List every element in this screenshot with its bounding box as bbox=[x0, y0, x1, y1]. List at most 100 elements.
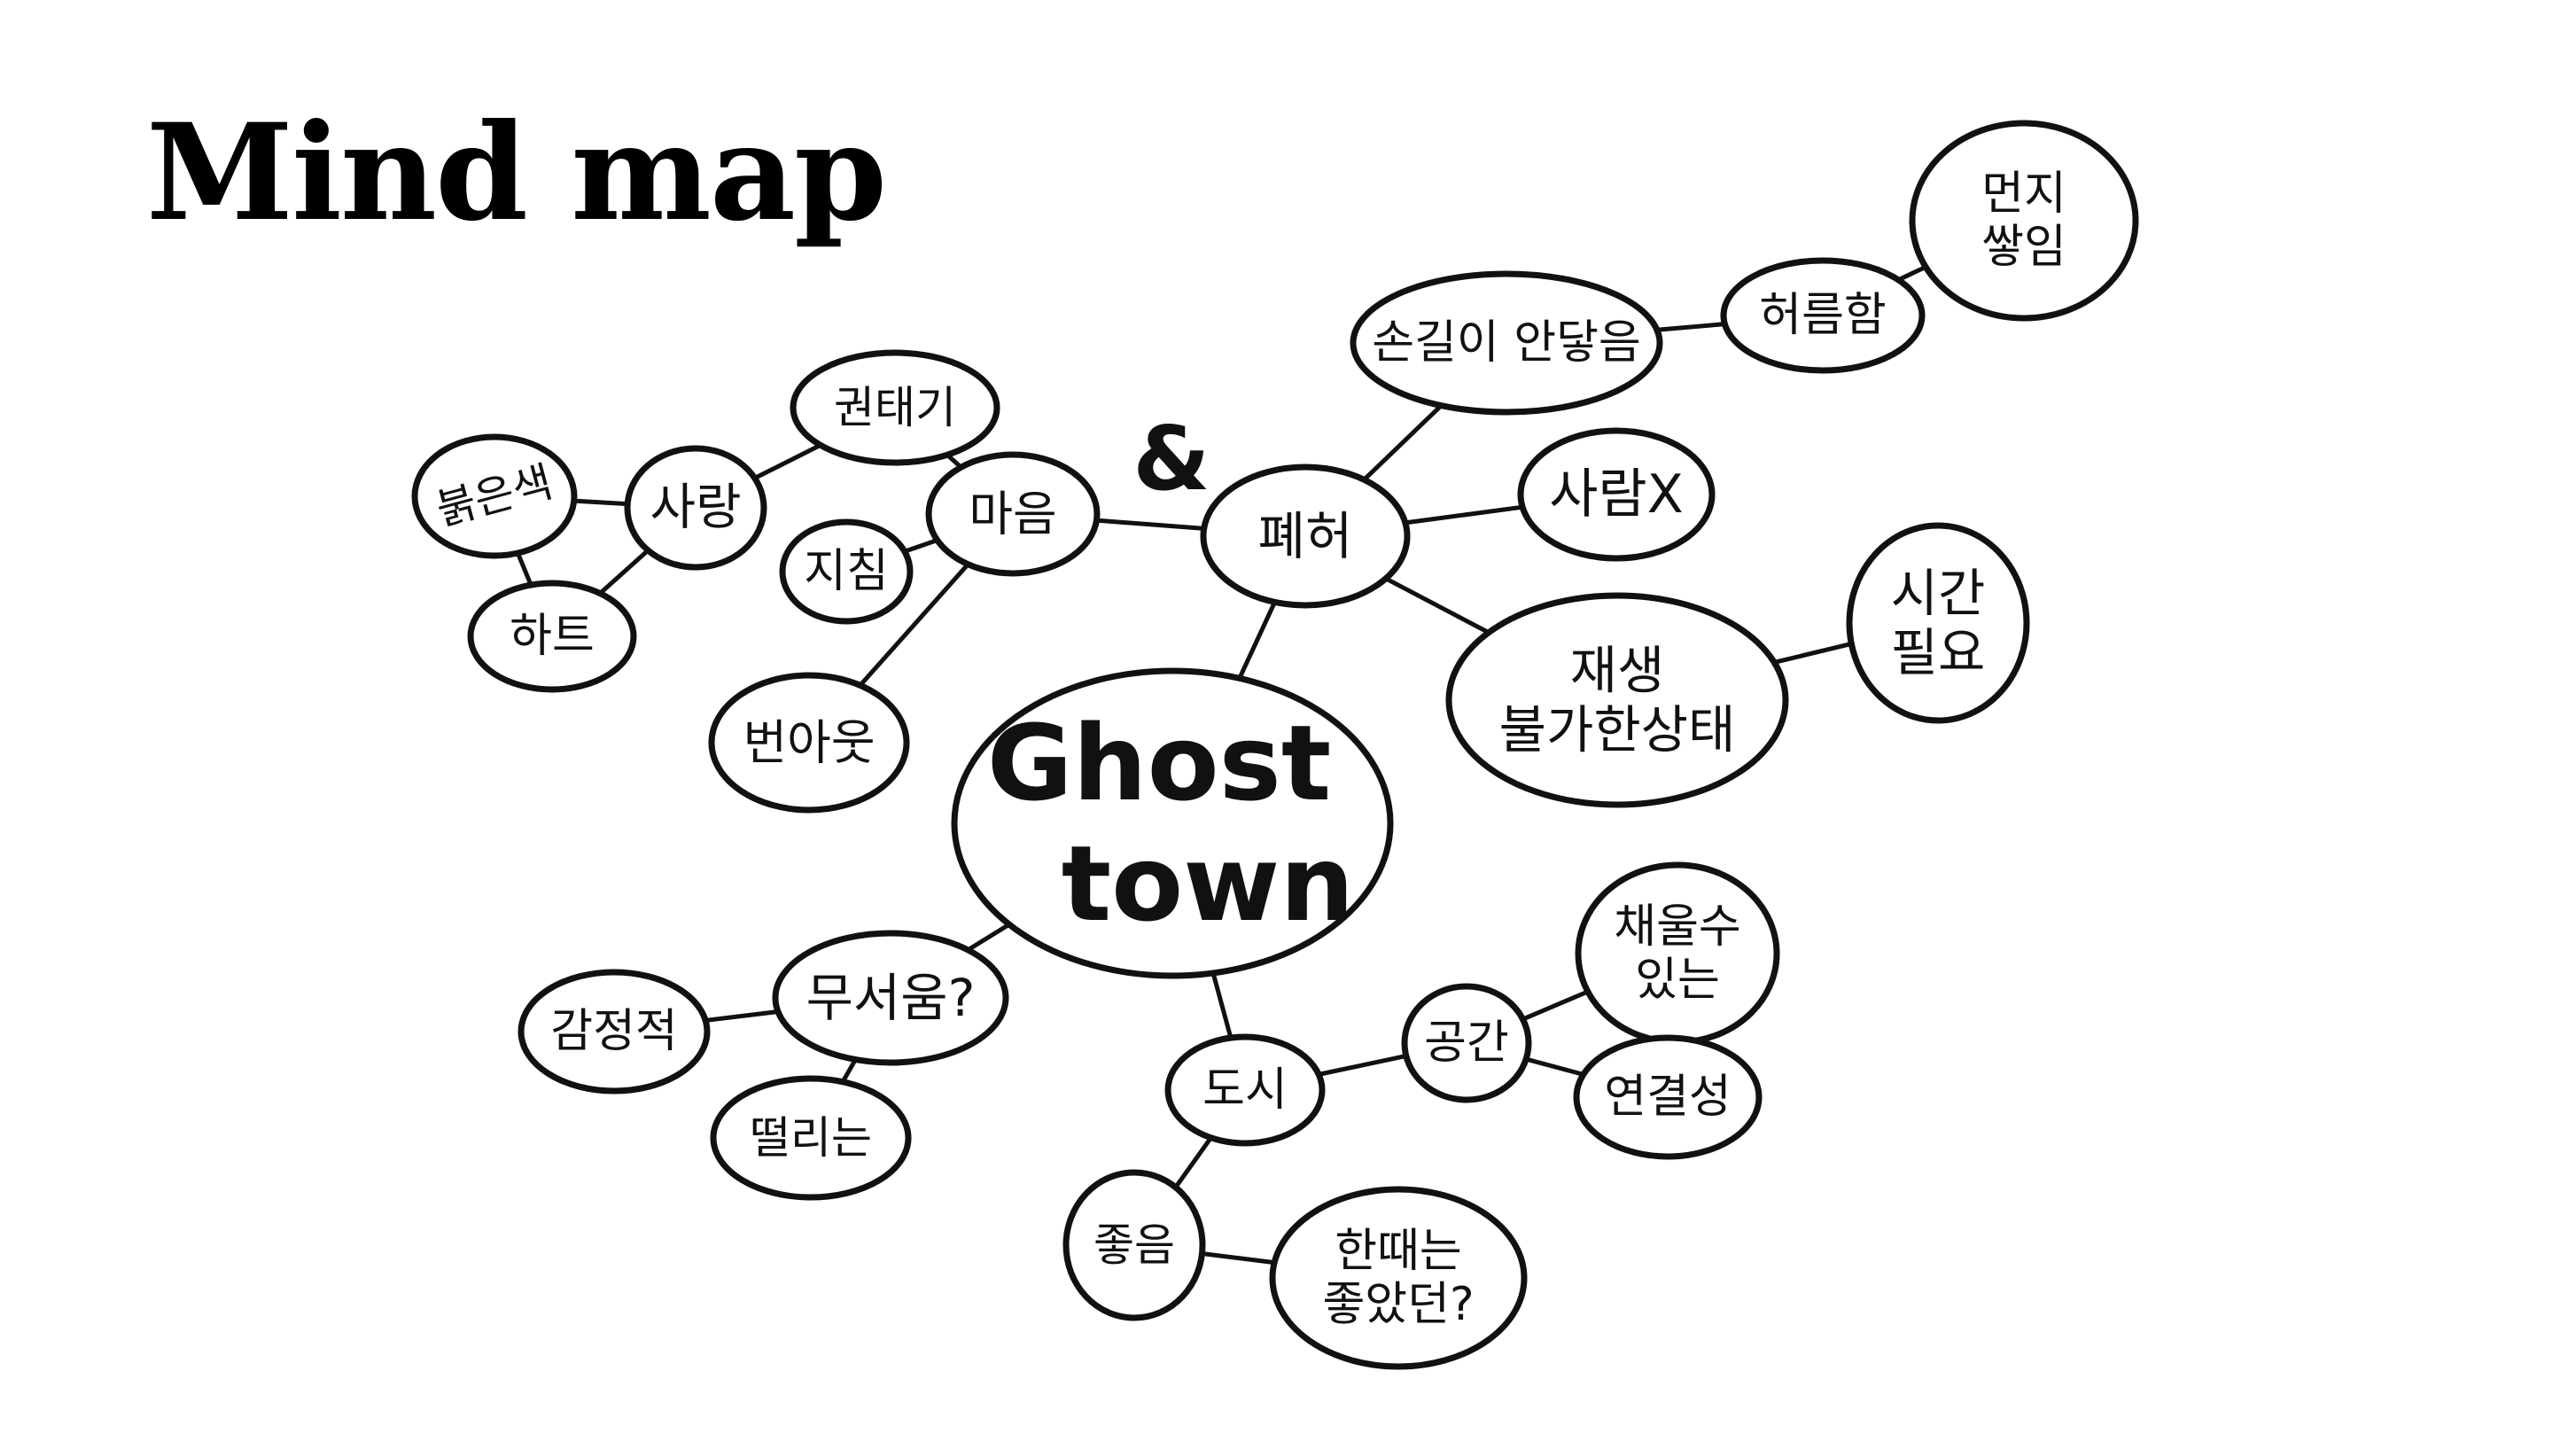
node-label: 무서움? bbox=[806, 968, 976, 1028]
node-outline bbox=[624, 445, 767, 571]
node-heart: 마음 bbox=[925, 451, 1101, 577]
node-outline bbox=[779, 518, 914, 625]
node-outline bbox=[411, 433, 578, 559]
node-outline bbox=[772, 930, 1009, 1066]
node-untouched: 손길이 안닿음 bbox=[1350, 270, 1663, 416]
connector-ruin-untouched bbox=[1361, 403, 1444, 482]
node-label: 채울수 bbox=[1614, 900, 1741, 954]
node-label: Ghost bbox=[987, 702, 1332, 824]
page-title: Mind map bbox=[146, 95, 887, 251]
node-label: 좋았던? bbox=[1322, 1278, 1474, 1331]
node-outline bbox=[1846, 522, 2030, 724]
node-label: 도시 bbox=[1202, 1063, 1288, 1117]
node-label: 시간 bbox=[1891, 564, 1986, 624]
node-label: 좋음 bbox=[1093, 1219, 1175, 1271]
node-outline bbox=[1573, 1034, 1763, 1160]
connector-ruin-nopeople bbox=[1403, 504, 1525, 526]
connector-ruin-ghost bbox=[1237, 599, 1278, 681]
node-label: 손길이 안닿음 bbox=[1372, 316, 1641, 370]
connector-boredom-love bbox=[752, 442, 823, 481]
node-label: 감정적 bbox=[550, 1005, 678, 1058]
node-outline bbox=[1350, 270, 1663, 416]
node-label: 떨리는 bbox=[750, 1112, 872, 1164]
connector-scary-trembling bbox=[840, 1057, 858, 1085]
node-label: town bbox=[1062, 822, 1355, 945]
connector-love-heart_shape bbox=[597, 548, 650, 596]
node-label: 폐허 bbox=[1258, 506, 1353, 566]
node-trembling: 떨리는 bbox=[710, 1075, 912, 1201]
node-nopeople: 사람X bbox=[1517, 427, 1716, 562]
node-outline bbox=[790, 349, 1000, 466]
connector-heart-burnout bbox=[858, 562, 970, 688]
node-outline bbox=[1445, 592, 1789, 808]
node-scary: 무서움? bbox=[772, 930, 1009, 1066]
connector-scary-emotional bbox=[703, 1009, 781, 1023]
node-label: 사랑 bbox=[650, 479, 741, 537]
node-outline bbox=[951, 667, 1394, 979]
node-label: 마음 bbox=[969, 487, 1056, 542]
node-label: 연결성 bbox=[1604, 1071, 1732, 1124]
node-label: 먼지 bbox=[1981, 167, 2066, 221]
node-outline bbox=[1720, 257, 1926, 374]
node-label: 필요 bbox=[1891, 622, 1986, 682]
node-tired: 지침 bbox=[779, 518, 914, 625]
connector-untouched-shabby bbox=[1654, 322, 1727, 332]
node-outline bbox=[925, 451, 1101, 577]
node-red: 붉은색 bbox=[411, 433, 578, 559]
node-outline bbox=[1062, 1169, 1206, 1321]
node-outline bbox=[1164, 1033, 1326, 1147]
connector-good-wasgood bbox=[1199, 1250, 1277, 1266]
node-emotional: 감정적 bbox=[518, 969, 711, 1095]
connector-space-connect bbox=[1523, 1056, 1586, 1077]
node-boredom: 권태기 bbox=[790, 349, 1000, 466]
node-outline bbox=[1401, 983, 1532, 1103]
connector-heart-tired bbox=[902, 537, 940, 554]
node-label: 한때는 bbox=[1335, 1225, 1462, 1278]
node-outline bbox=[1200, 464, 1411, 609]
node-label: 쌓임 bbox=[1981, 221, 2066, 274]
node-label: 번아웃 bbox=[743, 715, 875, 771]
node-burnout: 번아웃 bbox=[708, 672, 910, 814]
node-label: 권태기 bbox=[834, 382, 956, 433]
node-city: 도시 bbox=[1164, 1033, 1326, 1147]
node-outline bbox=[1517, 427, 1716, 562]
node-ruin: 폐허 bbox=[1200, 464, 1411, 609]
connector-shabby-dust bbox=[1895, 264, 1928, 283]
node-outline bbox=[1909, 120, 2139, 322]
node-label: 사람X bbox=[1549, 464, 1684, 526]
connector-city-good bbox=[1173, 1135, 1214, 1190]
node-label: 허름함 bbox=[1759, 289, 1887, 342]
connector-red-heart_shape bbox=[515, 550, 533, 588]
node-connect: 연결성 bbox=[1573, 1034, 1763, 1160]
node-space: 공간 bbox=[1401, 983, 1532, 1103]
node-shabby: 허름함 bbox=[1720, 257, 1926, 374]
node-outline bbox=[708, 672, 910, 814]
node-label: 공간 bbox=[1424, 1017, 1509, 1070]
node-label: 있는 bbox=[1635, 954, 1720, 1007]
connector-unrecoverable-needtime bbox=[1771, 641, 1854, 665]
connector-love-red bbox=[572, 498, 630, 507]
ampersand-label: & bbox=[1132, 407, 1210, 510]
node-outline bbox=[710, 1075, 912, 1201]
node-good: 좋음 bbox=[1062, 1169, 1206, 1321]
node-outline bbox=[1269, 1186, 1528, 1370]
node-label: 지침 bbox=[804, 545, 889, 598]
node-label: 불가한상태 bbox=[1499, 699, 1736, 760]
connector-city-space bbox=[1316, 1053, 1409, 1077]
node-label: 재생 bbox=[1570, 641, 1665, 701]
node-outline bbox=[467, 580, 637, 693]
node-love: 사랑 bbox=[624, 445, 767, 571]
connector-space-fillable bbox=[1520, 989, 1591, 1022]
connector-ghost-city bbox=[1210, 970, 1234, 1040]
node-label: 하트 bbox=[510, 610, 595, 663]
connector-ruin-unrecoverable bbox=[1383, 576, 1491, 635]
connector-heart-ruin bbox=[1093, 518, 1207, 531]
connector-ghost-scary bbox=[965, 922, 1012, 953]
